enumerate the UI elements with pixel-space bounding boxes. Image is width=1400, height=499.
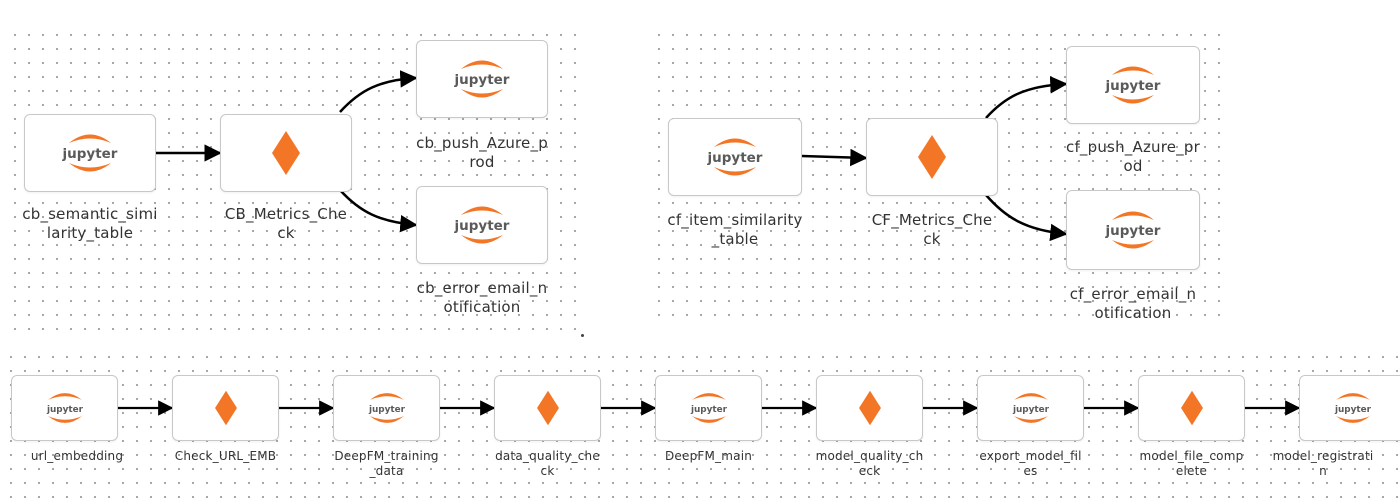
svg-text:jupyter: jupyter	[1105, 223, 1161, 239]
label-cf-source: cf_item_similarity _table	[667, 211, 803, 248]
diamond-icon	[536, 390, 560, 426]
svg-text:jupyter: jupyter	[707, 150, 763, 166]
edge-cf-check-notify	[985, 194, 1068, 242]
node-main-3[interactable]: jupyter	[333, 375, 440, 441]
label-cf-check: CF_Metrics_Che ck	[871, 211, 993, 248]
jupyter-logo-icon: jupyter	[451, 56, 513, 102]
svg-text:jupyter: jupyter	[1333, 405, 1371, 415]
label-cf-push: cf_push_Azure_pr od	[1066, 138, 1200, 175]
label-main-3: DeepFM_training _data	[334, 449, 439, 478]
svg-text:jupyter: jupyter	[1105, 78, 1161, 94]
node-main-8[interactable]	[1138, 375, 1245, 441]
label-cf-notify: cf_error_email_n otification	[1069, 285, 1197, 322]
label-cb-check: CB_Metrics_Che ck	[224, 205, 348, 242]
label-main-9: model_registrati n	[1272, 449, 1374, 478]
edge-cb-check-notify	[339, 189, 418, 233]
node-cf-notify[interactable]: jupyter	[1066, 190, 1200, 270]
diamond-icon	[271, 130, 301, 176]
node-main-5[interactable]: jupyter	[655, 375, 762, 441]
svg-text:jupyter: jupyter	[45, 405, 83, 415]
jupyter-logo-icon: jupyter	[704, 134, 766, 180]
node-main-2[interactable]	[172, 375, 279, 441]
node-cf-check[interactable]	[866, 118, 998, 196]
jupyter-logo-icon: jupyter	[59, 130, 121, 176]
label-main-6: model_quality_ch eck	[815, 449, 924, 478]
jupyter-logo-icon: jupyter	[1328, 389, 1378, 427]
jupyter-logo-icon: jupyter	[1102, 207, 1164, 253]
node-cb-push[interactable]: jupyter	[416, 40, 548, 118]
stray-dot	[581, 334, 584, 337]
diamond-icon	[858, 390, 882, 426]
svg-text:jupyter: jupyter	[454, 72, 510, 88]
label-cb-source: cb_semantic_simi larity_table	[22, 205, 158, 242]
label-main-8: model_file_comp elete	[1139, 449, 1244, 478]
svg-text:jupyter: jupyter	[1011, 405, 1049, 415]
edge-cf-check-push	[985, 76, 1068, 119]
svg-text:jupyter: jupyter	[367, 405, 405, 415]
node-cf-source[interactable]: jupyter	[668, 118, 802, 196]
jupyter-logo-icon: jupyter	[40, 389, 90, 427]
node-main-9[interactable]: jupyter	[1299, 375, 1400, 441]
jupyter-logo-icon: jupyter	[1102, 62, 1164, 108]
diamond-icon	[917, 134, 947, 180]
jupyter-logo-icon: jupyter	[684, 389, 734, 427]
label-cb-push: cb_push_Azure_p rod	[416, 134, 548, 171]
node-cf-push[interactable]: jupyter	[1066, 46, 1200, 124]
label-main-5: DeepFM_main	[664, 449, 753, 463]
jupyter-logo-icon: jupyter	[1006, 389, 1056, 427]
label-cb-notify: cb_error_email_n otification	[416, 279, 548, 316]
edge-cb-check-push	[339, 70, 418, 113]
node-main-4[interactable]	[494, 375, 601, 441]
label-main-1: url_embedding	[30, 449, 124, 463]
diamond-icon	[214, 390, 238, 426]
node-cb-notify[interactable]: jupyter	[416, 186, 548, 264]
node-main-1[interactable]: jupyter	[11, 375, 118, 441]
diamond-icon	[1180, 390, 1204, 426]
jupyter-logo-icon: jupyter	[362, 389, 412, 427]
svg-text:jupyter: jupyter	[689, 405, 727, 415]
node-cb-check[interactable]	[220, 114, 352, 192]
label-main-4: data_quality_che ck	[495, 449, 600, 478]
svg-text:jupyter: jupyter	[62, 146, 118, 162]
svg-text:jupyter: jupyter	[454, 218, 510, 234]
node-cb-source[interactable]: jupyter	[24, 114, 156, 192]
jupyter-logo-icon: jupyter	[451, 202, 513, 248]
label-main-2: Check_URL_EMB	[174, 449, 277, 463]
node-main-7[interactable]: jupyter	[977, 375, 1084, 441]
label-main-7: export_model_fil es	[979, 449, 1082, 478]
node-main-6[interactable]	[816, 375, 923, 441]
edge-cf-source-check	[801, 148, 868, 167]
